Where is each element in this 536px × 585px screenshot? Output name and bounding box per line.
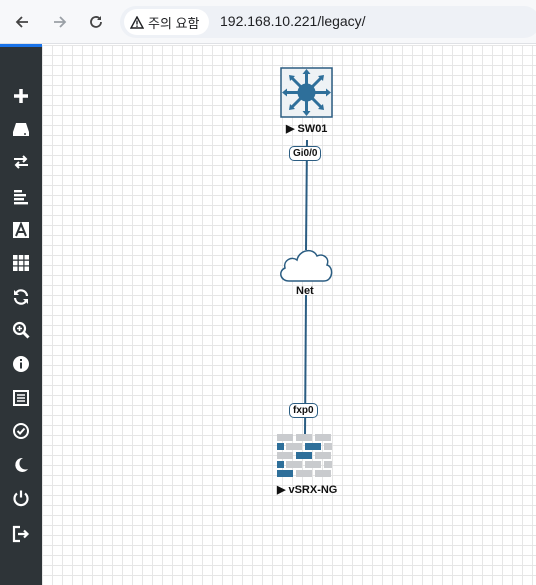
sign-out-icon — [12, 525, 30, 543]
back-button[interactable] — [8, 8, 36, 36]
dark-mode-button[interactable] — [8, 452, 34, 478]
node-status-arrow-icon: ▶ — [286, 123, 295, 135]
nodes-button[interactable] — [8, 116, 34, 142]
lock-lab-button[interactable] — [8, 418, 34, 444]
security-label: 주의 요함 — [148, 15, 200, 31]
check-circle-icon — [13, 423, 29, 439]
close-lab-button[interactable] — [8, 485, 34, 511]
grid-icon — [13, 255, 29, 271]
power-icon — [13, 490, 29, 507]
logout-button[interactable] — [8, 521, 34, 547]
list-icon — [13, 390, 29, 406]
firewall-icon — [277, 434, 332, 477]
networks-button[interactable] — [8, 149, 34, 175]
node-status-arrow-icon: ▶ — [277, 484, 286, 496]
interface-label-gi0-0[interactable]: Gi0/0 — [289, 146, 322, 161]
node-label-vsrx-ng[interactable]: ▶ vSRX-NG — [277, 483, 338, 497]
url-text[interactable]: 192.168.10.221/legacy/ — [220, 13, 366, 29]
arrow-left-icon — [15, 16, 28, 28]
interface-label-fxp0[interactable]: fxp0 — [289, 403, 318, 418]
node-net[interactable] — [277, 244, 335, 284]
reload-button[interactable] — [82, 8, 110, 36]
cloud-icon — [280, 249, 333, 282]
startup-configs-button[interactable] — [8, 183, 34, 209]
arrow-right-icon — [54, 16, 67, 28]
switch-icon — [280, 67, 333, 118]
forward-button[interactable] — [46, 8, 74, 36]
exchange-icon — [14, 155, 28, 169]
drive-icon — [13, 123, 29, 136]
moon-icon — [15, 457, 28, 472]
node-vsrx-ng[interactable] — [276, 433, 333, 479]
zoom-icon — [12, 321, 30, 339]
align-left-icon — [14, 190, 28, 205]
status-button[interactable] — [8, 351, 34, 377]
address-bar[interactable]: 주의 요함 192.168.10.221/legacy/ — [120, 6, 536, 38]
security-indicator[interactable]: 주의 요함 — [124, 9, 210, 35]
tab-indicator — [0, 44, 42, 47]
topology-canvas[interactable]: ▶ SW01 Gi0/0 Net fxp0 — [42, 45, 536, 585]
browser-toolbar: 주의 요함 192.168.10.221/legacy/ — [0, 0, 536, 44]
refresh-button[interactable] — [8, 284, 34, 310]
plus-icon — [14, 89, 28, 103]
warning-icon — [130, 15, 144, 29]
pictures-button[interactable] — [8, 250, 34, 276]
info-icon — [13, 356, 29, 372]
font-icon — [13, 221, 29, 238]
sidebar — [0, 47, 42, 585]
add-object-button[interactable] — [8, 83, 34, 109]
zoom-button[interactable] — [8, 317, 34, 343]
node-sw01[interactable] — [280, 67, 333, 118]
reload-icon — [90, 16, 102, 28]
node-label-net[interactable]: Net — [296, 285, 314, 297]
text-objects-button[interactable] — [8, 217, 34, 243]
node-label-sw01[interactable]: ▶ SW01 — [286, 122, 328, 136]
lab-details-button[interactable] — [8, 385, 34, 411]
refresh-icon — [13, 289, 29, 305]
